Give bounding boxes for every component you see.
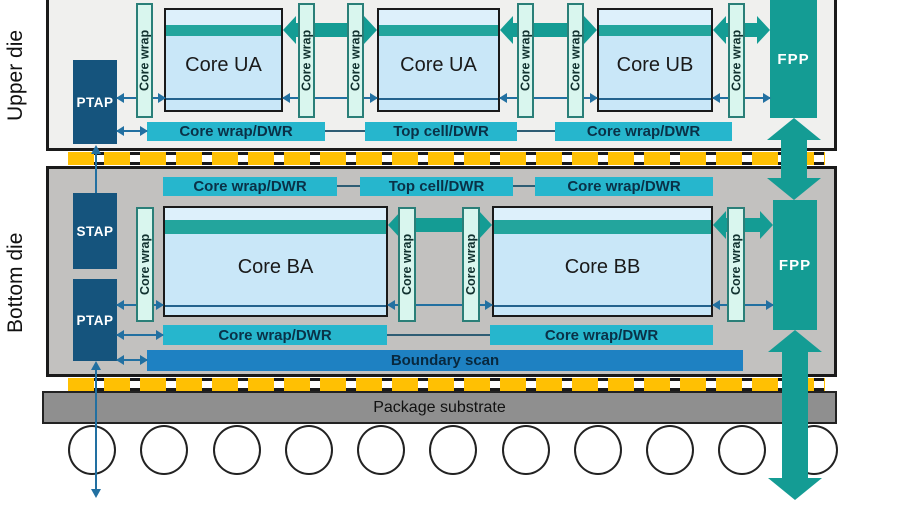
thin-scan-arrow — [116, 355, 148, 365]
core-parallel-stripe — [379, 25, 498, 36]
tap-vertical-arrow-upper — [91, 145, 101, 193]
ptap-box-bottom: PTAP — [73, 279, 117, 361]
core-top-band — [166, 10, 281, 25]
bar-connector-line — [513, 185, 535, 187]
core-parallel-stripe — [165, 220, 386, 234]
bottom-die-label: Bottom die — [4, 232, 27, 333]
core-scan-line — [379, 98, 498, 100]
core-wrap-bar: Core wrap — [347, 3, 364, 118]
arrow-shaft — [782, 348, 808, 482]
fpp-vertical-arrow-mid — [767, 118, 821, 200]
core-box-ub: Core UB — [597, 8, 713, 112]
core-wrap-bar: Core wrap — [727, 207, 745, 322]
bar-connector-line — [337, 185, 360, 187]
core-wrap-bar: Core wrap — [517, 3, 534, 118]
fpp-box-upper: FPP — [770, 0, 817, 118]
core-label: Core UA — [185, 54, 262, 76]
micro-bump-strip-upper — [68, 152, 825, 165]
thin-scan-arrow — [282, 93, 378, 103]
bar-connector-line — [387, 334, 490, 336]
core-wrap-bar: Core wrap — [136, 3, 153, 118]
tap-vertical-arrow-lower — [91, 361, 101, 498]
core-scan-line — [599, 98, 711, 100]
core-top-band — [379, 10, 498, 25]
core-wrap-bar: Core wrap — [567, 3, 584, 118]
solder-ball — [357, 425, 405, 475]
solder-ball — [140, 425, 188, 475]
thick-data-arrow — [388, 211, 492, 239]
bar-connector-line — [517, 130, 555, 132]
core-wrap-bar: Core wrap — [398, 207, 416, 322]
core-box-ua2: Core UA — [377, 8, 500, 112]
core-scan-line — [166, 98, 281, 100]
core-parallel-stripe — [599, 25, 711, 36]
core-top-band — [494, 208, 711, 220]
micro-bump-strip-lower — [68, 378, 825, 391]
core-box-bb: Core BB — [492, 206, 713, 317]
core-wrap-dwr-bar: Core wrap/DWR — [163, 325, 387, 345]
solder-ball — [502, 425, 550, 475]
solder-ball — [646, 425, 694, 475]
thin-scan-arrow — [499, 93, 598, 103]
boundary-scan-bar: Boundary scan — [147, 350, 743, 371]
core-label: Core UA — [400, 54, 477, 76]
core-wrap-dwr-bar: Core wrap/DWR — [147, 122, 325, 141]
core-wrap-bar: Core wrap — [462, 207, 480, 322]
ptap-box-upper: PTAP — [73, 60, 117, 144]
core-wrap-dwr-bar: Core wrap/DWR — [490, 325, 713, 345]
core-box-ua1: Core UA — [164, 8, 283, 112]
top-cell-dwr-bar: Top cell/DWR — [360, 177, 513, 196]
core-top-band — [599, 10, 711, 25]
core-wrap-bar: Core wrap — [298, 3, 315, 118]
core-scan-line — [494, 305, 711, 307]
thin-scan-arrow — [387, 300, 493, 310]
fpp-box-bottom: FPP — [773, 200, 817, 330]
core-box-ba: Core BA — [163, 206, 388, 317]
solder-ball — [429, 425, 477, 475]
thin-scan-arrow — [116, 126, 148, 136]
bar-connector-line — [325, 130, 365, 132]
upper-die-label: Upper die — [4, 29, 27, 121]
core-wrap-bar: Core wrap — [728, 3, 745, 118]
solder-ball — [68, 425, 116, 475]
thin-scan-arrow — [116, 330, 164, 340]
core-top-band — [165, 208, 386, 220]
package-substrate-label: Package substrate — [373, 398, 506, 416]
core-wrap-dwr-bar: Core wrap/DWR — [535, 177, 713, 196]
arrow-shaft — [781, 136, 807, 182]
core-wrap-bar: Core wrap — [136, 207, 154, 322]
core-label: Core BB — [564, 256, 641, 278]
core-label: Core BA — [237, 256, 314, 278]
solder-ball — [213, 425, 261, 475]
core-parallel-stripe — [494, 220, 711, 234]
solder-ball — [574, 425, 622, 475]
stap-box: STAP — [73, 193, 117, 269]
core-wrap-dwr-bar: Core wrap/DWR — [163, 177, 337, 196]
top-cell-dwr-bar: Top cell/DWR — [365, 122, 517, 141]
core-wrap-dwr-bar: Core wrap/DWR — [555, 122, 732, 141]
solder-ball — [285, 425, 333, 475]
core-label: Core UB — [616, 54, 694, 76]
solder-ball — [718, 425, 766, 475]
core-parallel-stripe — [166, 25, 281, 36]
package-substrate: Package substrate — [42, 391, 837, 424]
core-scan-line — [165, 305, 386, 307]
fpp-vertical-arrow-bottom — [768, 330, 822, 500]
